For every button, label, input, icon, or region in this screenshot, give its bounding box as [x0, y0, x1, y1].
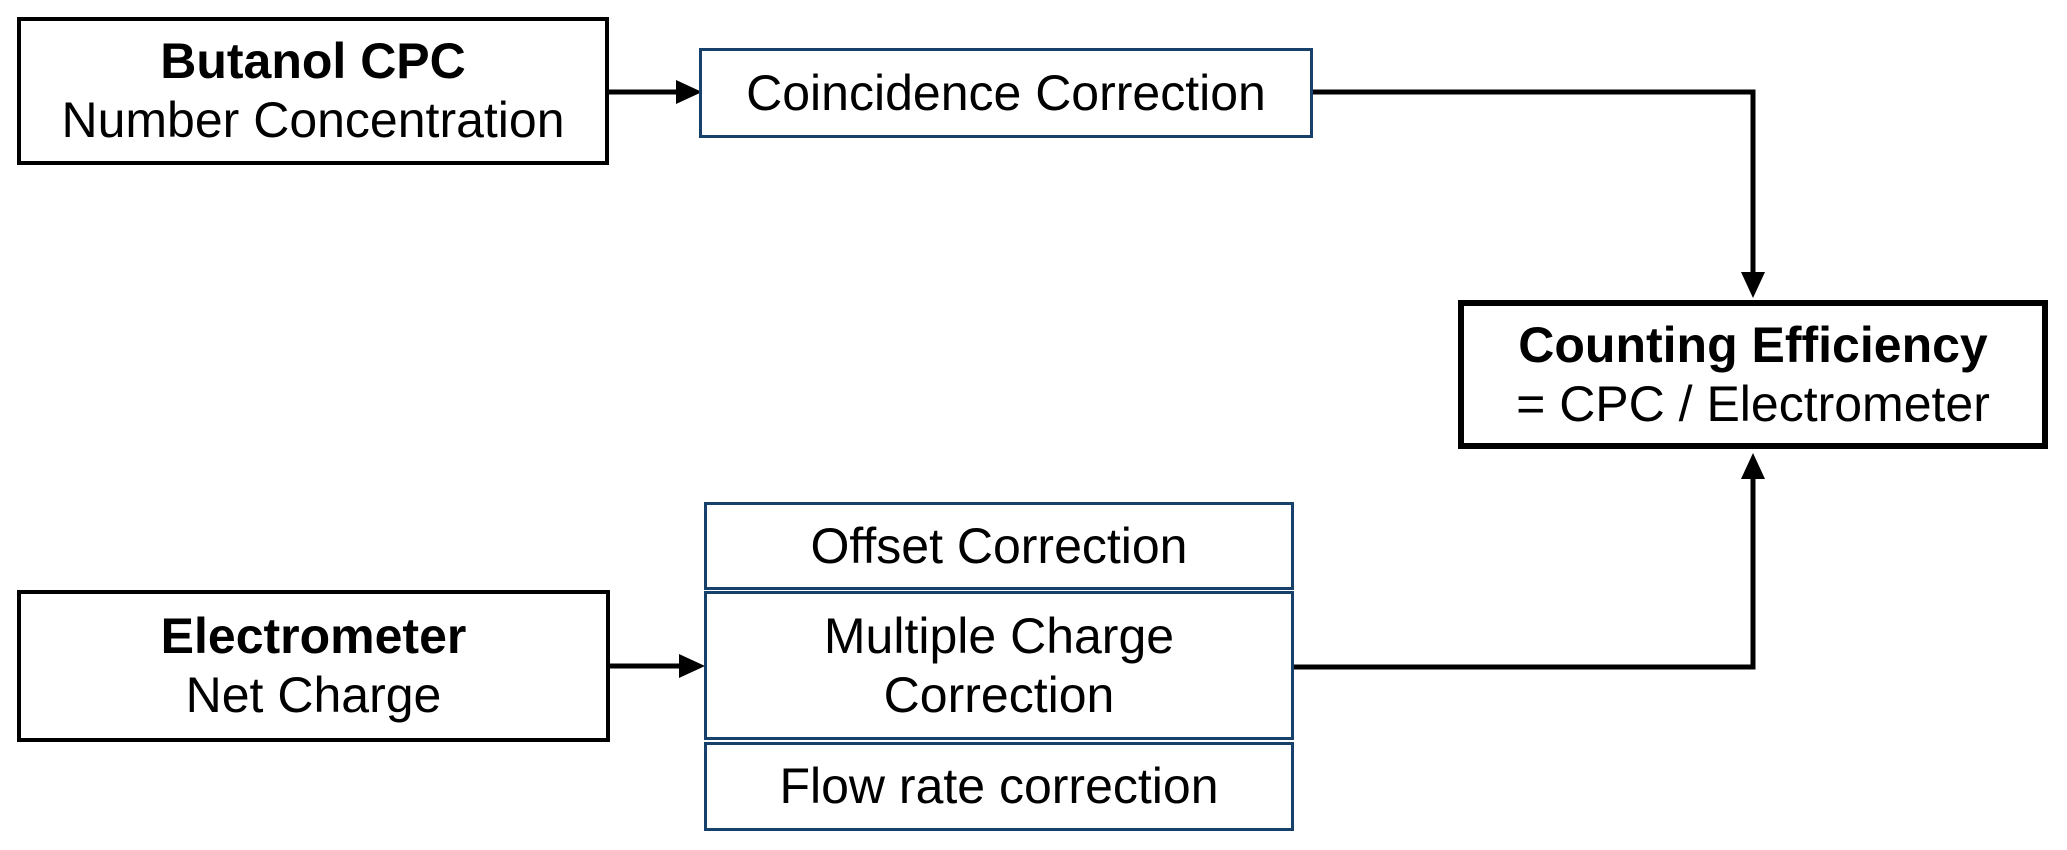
node-electrometer-title: Electrometer [160, 608, 467, 664]
arrow-coincidence-to-counting [1313, 89, 1765, 298]
node-multiple-charge-correction: Multiple Charge Correction [704, 591, 1294, 740]
node-offset-correction-label: Offset Correction [810, 517, 1188, 574]
arrow-corrections-to-counting [1294, 453, 1765, 670]
node-coincidence-correction-label: Coincidence Correction [746, 64, 1266, 121]
node-counting-efficiency: Counting Efficiency = CPC / Electrometer [1458, 300, 2048, 449]
node-electrometer: Electrometer Net Charge [17, 590, 610, 742]
node-multiple-charge-correction-label: Multiple Charge Correction [823, 607, 1175, 723]
arrow-electrometer-to-corrections [610, 654, 705, 678]
node-butanol-cpc: Butanol CPC Number Concentration [17, 17, 609, 165]
node-butanol-cpc-title: Butanol CPC [160, 33, 466, 89]
node-counting-efficiency-formula: = CPC / Electrometer [1516, 375, 1990, 432]
node-counting-efficiency-title: Counting Efficiency [1518, 316, 1988, 373]
node-flow-rate-correction-label: Flow rate correction [779, 758, 1219, 814]
node-offset-correction: Offset Correction [704, 502, 1294, 590]
arrow-butanol-to-coincidence [607, 80, 702, 104]
node-coincidence-correction: Coincidence Correction [699, 48, 1313, 138]
node-butanol-cpc-subtitle: Number Concentration [61, 92, 565, 148]
node-electrometer-subtitle: Net Charge [185, 667, 442, 723]
node-flow-rate-correction: Flow rate correction [704, 742, 1294, 831]
